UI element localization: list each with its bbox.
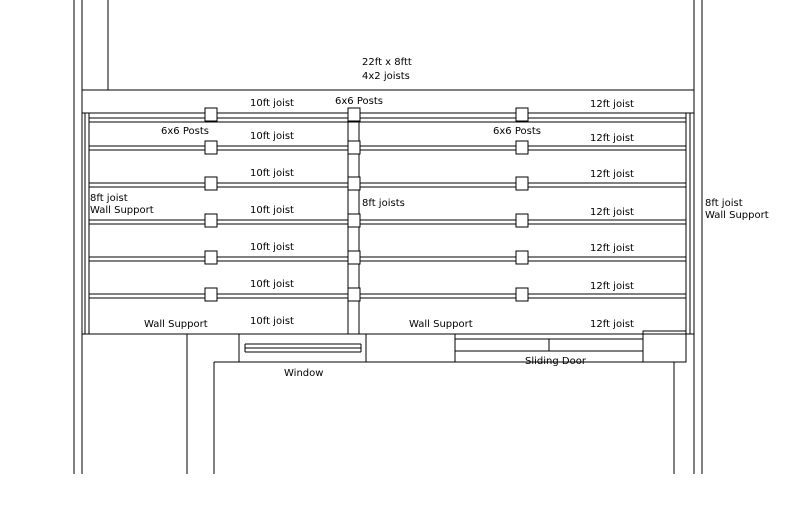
joist-label-left-4: 10ft joist	[250, 205, 294, 216]
window-label: Window	[284, 368, 323, 379]
title-joist-size: 4x2 joists	[362, 71, 410, 82]
lower-room	[186, 330, 687, 474]
joist-label-right-3: 12ft joist	[590, 169, 634, 180]
post-right-2	[515, 140, 529, 155]
wall-block	[365, 333, 456, 363]
post-center-1	[347, 107, 361, 122]
joist-label-left-1: 10ft joist	[250, 98, 294, 109]
post-right-3	[515, 176, 529, 191]
wall-support-label-right: Wall Support	[409, 319, 473, 330]
post-center-6	[347, 287, 361, 302]
center-joists-label: 8ft joists	[362, 198, 405, 209]
wall-support-label-left: Wall Support	[144, 319, 208, 330]
joist-label-right-4: 12ft joist	[590, 207, 634, 218]
joist-label-right-2: 12ft joist	[590, 133, 634, 144]
post-right-6	[515, 287, 529, 302]
joist-label-left-2: 10ft joist	[250, 131, 294, 142]
sliding-door-label: Sliding Door	[525, 356, 587, 367]
right-wall-support-line2: Wall Support	[705, 210, 769, 221]
posts-label-left: 6x6 Posts	[161, 126, 209, 137]
joist-lines	[89, 117, 686, 299]
posts-label-right: 6x6 Posts	[493, 126, 541, 137]
annotations: 22ft x 8ftt 4x2 joists 6x6 Posts 6x6 Pos…	[90, 57, 769, 379]
right-wall-support-line1: 8ft joist	[705, 198, 743, 209]
left-wall-support-line2: Wall Support	[90, 205, 154, 216]
post-right-4	[515, 213, 529, 228]
joist-label-left-6: 10ft joist	[250, 279, 294, 290]
joist-label-right-1: 12ft joist	[590, 99, 634, 110]
post-left-2	[204, 140, 218, 155]
post-center-4	[347, 213, 361, 228]
joist-label-right-6: 12ft joist	[590, 281, 634, 292]
post-center-3	[347, 176, 361, 191]
left-wall-support-line1: 8ft joist	[90, 193, 128, 204]
posts	[204, 107, 529, 302]
post-right-1	[515, 107, 529, 122]
post-center-2	[347, 140, 361, 155]
post-left-1	[204, 107, 218, 122]
joist-label-left-7: 10ft joist	[250, 316, 294, 327]
joist-label-left-5: 10ft joist	[250, 242, 294, 253]
joist-label-right-5: 12ft joist	[590, 243, 634, 254]
post-left-4	[204, 213, 218, 228]
joist-label-right-7: 12ft joist	[590, 319, 634, 330]
joist-label-left-3: 10ft joist	[250, 168, 294, 179]
joist-labels: 10ft joist 10ft joist 10ft joist 10ft joist…	[250, 98, 634, 330]
door-jamb-block	[642, 330, 687, 363]
post-right-5	[515, 250, 529, 265]
post-left-6	[204, 287, 218, 302]
post-left-3	[204, 176, 218, 191]
post-center-5	[347, 250, 361, 265]
house-outline	[73, 0, 703, 474]
posts-label-center: 6x6 Posts	[335, 96, 383, 107]
post-left-5	[204, 250, 218, 265]
title-dimensions: 22ft x 8ftt	[362, 57, 412, 68]
